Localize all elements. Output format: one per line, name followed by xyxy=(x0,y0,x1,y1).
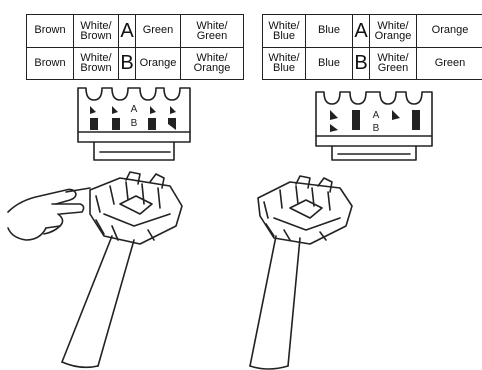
wire-color-line: Orange xyxy=(193,62,231,75)
wire-color-cell: White/Orange xyxy=(180,46,244,80)
left-connector-front-view: A B xyxy=(77,87,191,161)
wire-color-cell: White/Orange xyxy=(369,14,417,48)
table-row: Brown White/Brown A Green White/Green xyxy=(26,14,244,48)
pin-contact xyxy=(330,124,338,132)
row-letter-b: B xyxy=(118,46,136,80)
pin-contact xyxy=(330,110,338,120)
pin-contact xyxy=(412,110,420,130)
wire-color-line: Brown xyxy=(80,62,112,75)
wire-color-cell: White/Green xyxy=(369,46,417,80)
wire-color-line: Green xyxy=(377,62,409,75)
wire-color-line: White/ xyxy=(377,52,409,65)
pin-contact xyxy=(148,118,156,130)
right-wire-color-table: White/Blue Blue A White/Orange Orange Wh… xyxy=(262,14,482,80)
wire-color-line: White/ xyxy=(268,19,300,32)
wire-color-line: White/ xyxy=(80,52,112,65)
pin-contact xyxy=(112,106,118,114)
wire-color-cell: Green xyxy=(416,46,482,80)
wire-color-line: White/ xyxy=(377,19,409,32)
wire-color-cell: White/Green xyxy=(180,14,244,48)
wire-color-cell: White/Blue xyxy=(262,46,306,80)
pin-contact xyxy=(90,118,98,130)
pin-label-a: A xyxy=(131,104,138,115)
table-row: Brown White/Brown B Orange White/Orange xyxy=(26,46,244,80)
left-cable-assembly xyxy=(61,171,183,369)
table-row: White/Blue Blue A White/Orange Orange xyxy=(262,14,482,48)
wire-color-cell: Brown xyxy=(26,14,74,48)
wire-color-cell: White/Brown xyxy=(73,46,119,80)
pin-label-a: A xyxy=(373,110,380,121)
wire-color-line: Blue xyxy=(272,29,296,42)
wire-color-line: White/ xyxy=(196,19,228,32)
right-cable-assembly xyxy=(249,175,353,370)
left-wire-color-table: Brown White/Brown A Green White/Green Br… xyxy=(26,14,244,80)
table-row: White/Blue Blue B White/Green Green xyxy=(262,46,482,80)
wire-color-cell: White/Blue xyxy=(262,14,306,48)
pin-contact xyxy=(352,110,360,130)
pin-contact xyxy=(90,106,96,114)
pin-contact xyxy=(170,106,176,114)
pin-label-b: B xyxy=(373,123,380,134)
wire-color-line: White/ xyxy=(268,52,300,65)
wire-color-line: Orange xyxy=(374,29,412,42)
wire-color-line: White/ xyxy=(196,52,228,65)
pin-contact xyxy=(150,106,156,114)
hand-icon xyxy=(7,187,91,241)
wire-color-cell: Orange xyxy=(416,14,482,48)
wire-color-cell: Blue xyxy=(305,46,353,80)
pin-contact xyxy=(168,118,176,130)
right-connector-front-view: A B xyxy=(315,91,433,161)
pin-contact xyxy=(112,118,120,130)
wire-color-line: White/ xyxy=(80,19,112,32)
pin-contact xyxy=(392,110,400,120)
wire-color-line: Blue xyxy=(272,62,296,75)
wire-color-line: Green xyxy=(196,29,228,42)
pin-label-b: B xyxy=(131,118,138,129)
wire-color-line: Brown xyxy=(80,29,112,42)
